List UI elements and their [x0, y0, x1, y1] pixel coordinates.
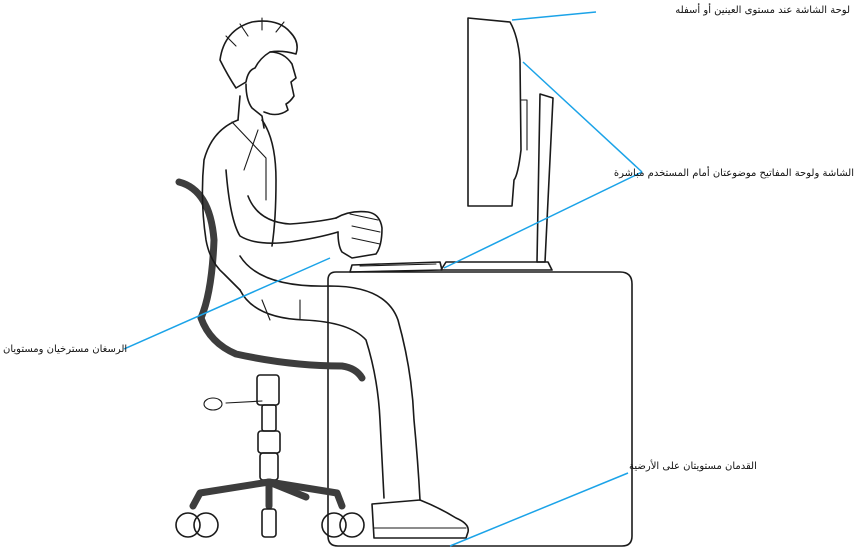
monitor [441, 18, 553, 270]
keyboard [350, 262, 442, 272]
label-feet-flat: القدمان مستويتان على الأرضية [629, 461, 757, 473]
callout-keyboard [444, 172, 642, 268]
desk [328, 272, 632, 546]
callout-wrists [124, 258, 330, 349]
label-wrists-relaxed: الرسغان مسترخيان ومستويان [3, 344, 127, 356]
callout-monitor [523, 62, 642, 172]
chair [176, 182, 364, 537]
label-monitor-keyboard-front: الشاشة ولوحة المفاتيح موضوعتان أمام المس… [614, 168, 854, 180]
seated-person [202, 18, 468, 538]
label-monitor-eye-level: لوحة الشاشة عند مستوى العينين أو أسفله [675, 5, 850, 17]
callout-feet [450, 473, 628, 546]
callout-eye-level [512, 12, 596, 20]
